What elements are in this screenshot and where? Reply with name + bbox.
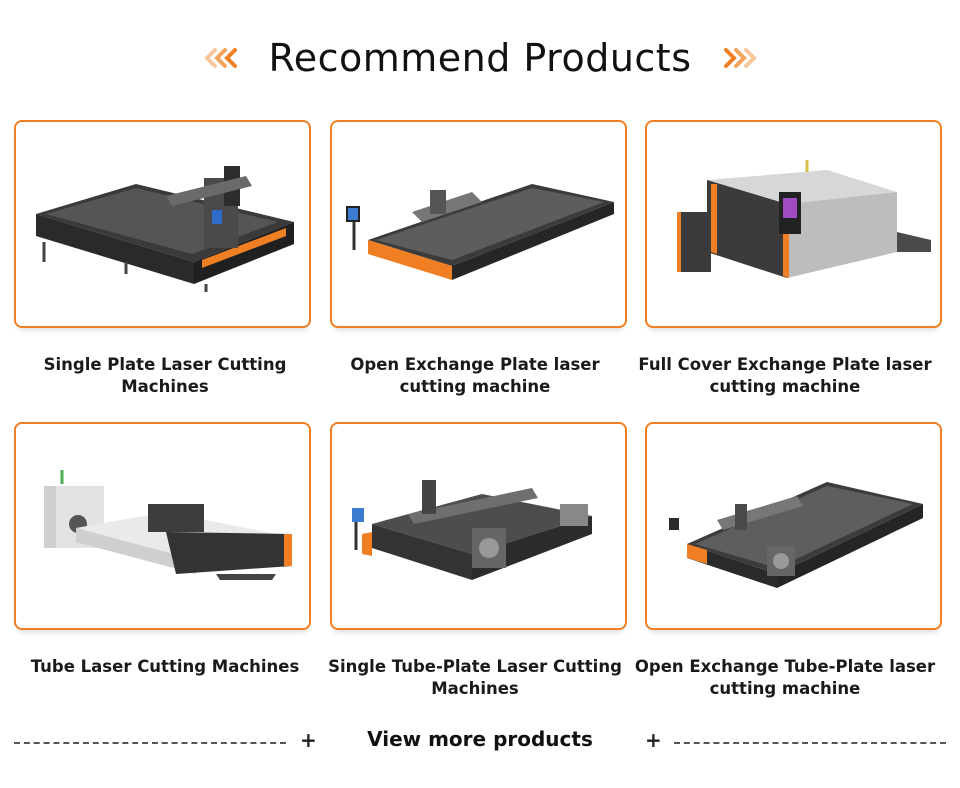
section-header: Recommend Products: [0, 28, 960, 88]
open-exchange-tube-plate-laser-image: [669, 482, 923, 588]
product-label[interactable]: Open Exchange Tube-Plate laser cutting m…: [634, 657, 936, 698]
product-card-open-exchange-tube-plate[interactable]: [645, 422, 942, 630]
product-label[interactable]: Single Tube-Plate Laser Cutting Machines: [328, 657, 622, 698]
dashed-divider-right: [674, 742, 946, 744]
plus-icon: +: [300, 728, 317, 752]
product-label[interactable]: Tube Laser Cutting Machines: [30, 657, 300, 676]
product-card-single-plate[interactable]: [14, 120, 311, 328]
single-tube-plate-laser-image: [352, 480, 592, 580]
view-more-bar: + View more products +: [0, 726, 960, 760]
product-card-open-exchange-plate[interactable]: [330, 120, 627, 328]
product-label[interactable]: Single Plate Laser Cutting Machines: [43, 355, 287, 396]
double-chevron-right-icon: [723, 48, 757, 68]
double-chevron-left-icon: [203, 48, 237, 68]
product-card-single-tube-plate[interactable]: [330, 422, 627, 630]
single-plate-laser-cutter-image: [36, 166, 294, 292]
full-cover-exchange-laser-image: [677, 160, 931, 278]
plus-icon: +: [645, 728, 662, 752]
product-card-tube-laser[interactable]: [14, 422, 311, 630]
tube-laser-cutter-image: [44, 470, 292, 580]
open-exchange-plate-laser-image: [346, 184, 614, 280]
product-label[interactable]: Open Exchange Plate laser cutting machin…: [350, 355, 600, 396]
page-title: Recommend Products: [268, 36, 692, 80]
product-card-full-cover-exchange[interactable]: [645, 120, 942, 328]
product-label[interactable]: Full Cover Exchange Plate laser cutting …: [638, 355, 932, 396]
dashed-divider-left: [14, 742, 286, 744]
view-more-link[interactable]: View more products: [367, 727, 593, 751]
